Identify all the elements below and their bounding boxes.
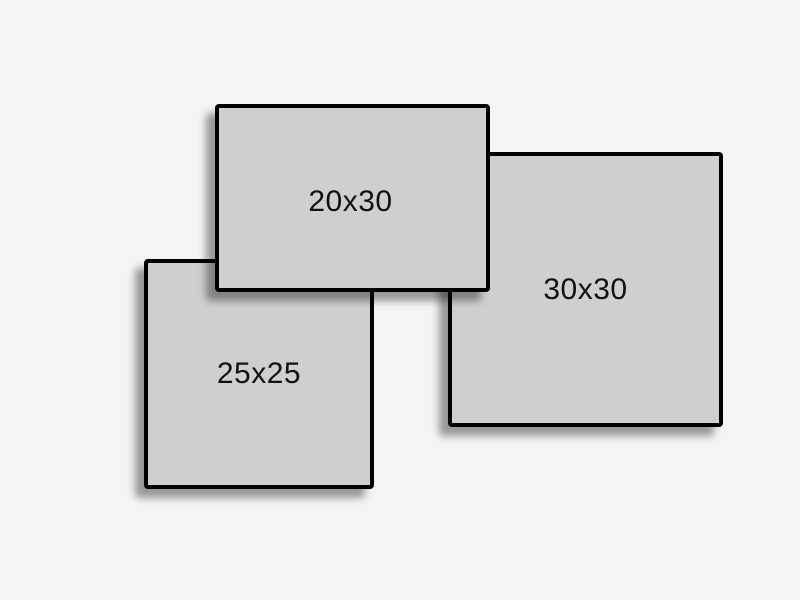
rectangle-label: 25x25 [216, 357, 302, 390]
rectangle-30x30: 30x30 [448, 152, 723, 427]
rectangle-25x25: 25x25 [144, 259, 374, 489]
rectangle-label: 20x30 [308, 185, 393, 218]
rectangle-20x30: 20x30 [215, 104, 490, 292]
rectangle-label: 30x30 [543, 272, 628, 306]
